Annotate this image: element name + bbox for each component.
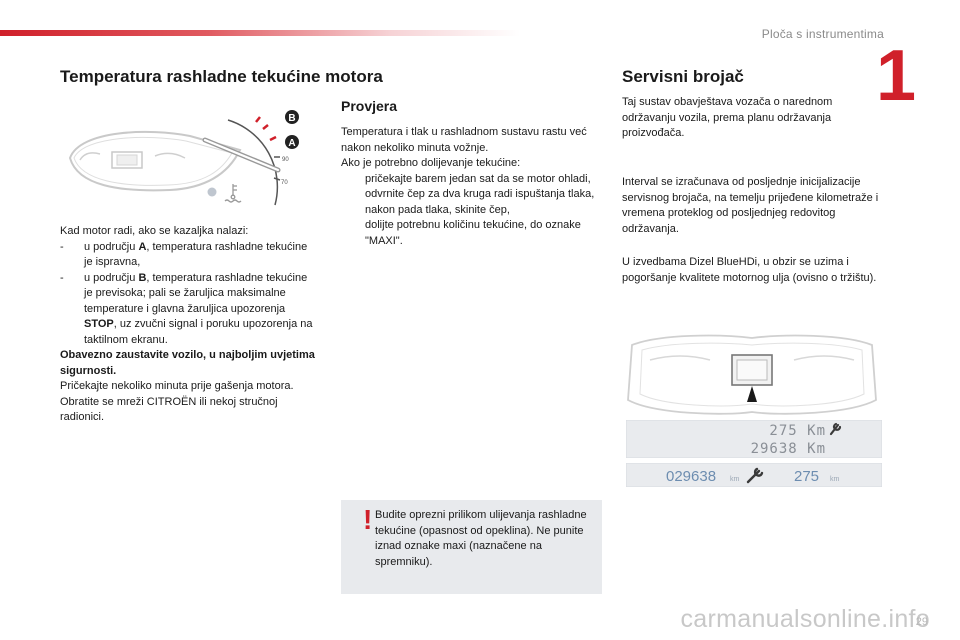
indicator-dot-icon [207, 187, 217, 197]
odometer-unit: km [730, 476, 740, 483]
coolant-title: Temperatura rashladne tekućine motora [60, 67, 383, 86]
warning-text: Budite oprezni prilikom ulijevanja rashl… [375, 509, 587, 568]
wrench-icon [746, 467, 764, 484]
odometer-readout: 29638 Km [751, 441, 826, 457]
service-value: 275 [794, 468, 819, 485]
section-title: Ploča s instrumentima [761, 27, 884, 41]
check-body: Temperatura i tlak u rashladnom sustavu … [341, 125, 603, 249]
pointer-arrow-icon [747, 386, 757, 402]
check-intro2: Ako je potrebno dolijevanje tekućine: [341, 157, 521, 169]
coolant-intro: Kad motor radi, ako se kazaljka nalazi: [60, 225, 249, 237]
list-item: pričekajte barem jedan sat da se motor o… [365, 172, 591, 185]
service-p3: U izvedbama Dizel BlueHDi, u obzir se uz… [622, 256, 877, 284]
coolant-body: Kad motor radi, ako se kazaljka nalazi: … [60, 224, 318, 426]
list-item: - u području A, temperatura rashladne te… [60, 240, 308, 269]
service-p1: Taj sustav obavještava vozača o narednom… [622, 96, 833, 139]
warning-icon: ! [363, 504, 373, 535]
service-unit: km [830, 476, 840, 483]
list-item: dolijte potrebnu količinu tekućine, do o… [365, 219, 581, 247]
service-p2: Interval se izračunava od posljednje ini… [622, 176, 879, 235]
instrument-cluster-illustration [627, 334, 877, 415]
service-display-tft: 029638 km 275 km [626, 463, 882, 487]
zone-a-badge [285, 135, 299, 149]
list-item: - u području B, temperatura rashladne te… [60, 271, 313, 346]
page-number: 29 [915, 616, 928, 628]
list-item: odvrnite čep za dva kruga radi ispuštanj… [365, 188, 595, 200]
gauge-tick-90: 90 [282, 157, 289, 163]
dealer-note: Obratite se mreži CITROËN ili nekoj stru… [60, 395, 278, 424]
check-intro: Temperatura i tlak u rashladnom sustavu … [341, 126, 587, 154]
zone-b-badge [285, 110, 299, 124]
check-title: Provjera [341, 98, 398, 114]
watermark: carmanualsonline.info [680, 605, 930, 633]
header-accent-bar [0, 30, 520, 36]
stop-vehicle-note: Obavezno zaustavite vozilo, u najboljim … [60, 349, 315, 377]
wrench-icon [829, 422, 842, 436]
chapter-number: 1 [875, 36, 916, 116]
service-display-lcd: 275 Km 29638 Km [626, 420, 882, 458]
service-title: Servisni brojač [622, 67, 744, 86]
wait-note: Pričekajte nekoliko minuta prije gašenja… [60, 380, 294, 392]
zone-b-label: B [288, 113, 295, 124]
warning-box: ! Budite oprezni prilikom ulijevanja ras… [341, 500, 602, 594]
coolant-gauge-illustration: 90 70 B A [68, 110, 299, 206]
service-distance-readout: 275 Km [769, 423, 826, 439]
gauge-tick-70: 70 [281, 180, 288, 186]
zone-a-label: A [288, 138, 295, 149]
coolant-temperature-icon [224, 184, 242, 203]
odometer-value: 029638 [666, 468, 716, 485]
list-item: nakon pada tlaka, skinite čep, [365, 203, 510, 216]
